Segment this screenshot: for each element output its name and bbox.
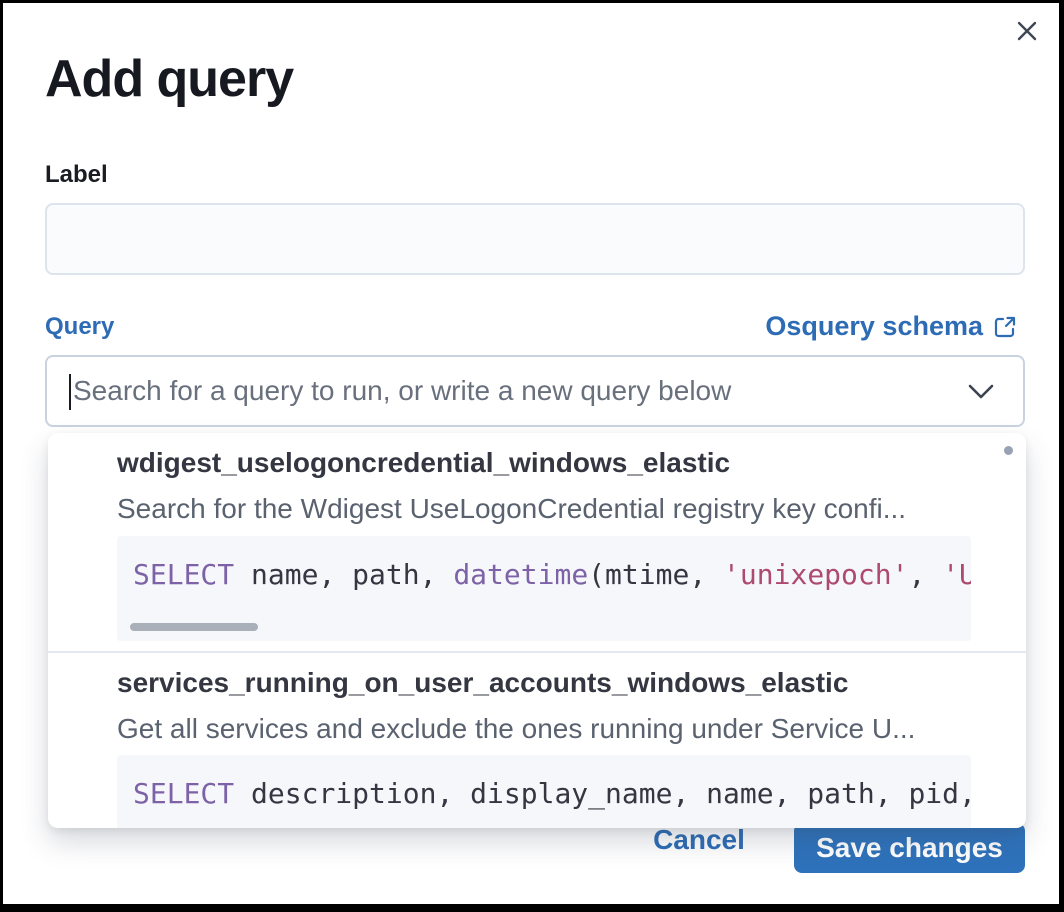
label-field-label: Label (45, 161, 108, 188)
osquery-schema-link-label: Osquery schema (765, 311, 983, 341)
query-option-services[interactable]: services_running_on_user_accounts_window… (48, 653, 1026, 828)
external-link-icon (993, 315, 1017, 339)
modal-title: Add query (45, 50, 294, 108)
query-option-title: services_running_on_user_accounts_window… (117, 667, 849, 698)
sql-code: SELECT name, path, datetime(mtime, 'unix… (133, 558, 971, 591)
query-option-title: wdigest_uselogoncredential_windows_elast… (117, 447, 731, 478)
close-icon (1014, 18, 1040, 44)
cancel-button[interactable]: Cancel (651, 823, 747, 857)
query-options-dropdown: wdigest_uselogoncredential_windows_elast… (48, 433, 1026, 828)
query-option-description: Search for the Wdigest UseLogonCredentia… (117, 493, 907, 524)
text-cursor (69, 374, 71, 410)
query-option-wdigest[interactable]: wdigest_uselogoncredential_windows_elast… (48, 433, 1026, 651)
query-search-combobox[interactable]: Search for a query to run, or write a ne… (45, 355, 1025, 427)
query-option-description: Get all services and exclude the ones ru… (117, 713, 916, 744)
query-option-code-block: SELECT description, display_name, name, … (117, 755, 971, 828)
option-divider (48, 651, 1026, 653)
label-input[interactable] (45, 203, 1025, 275)
vertical-scrollbar-thumb[interactable] (1004, 446, 1013, 455)
osquery-schema-link[interactable]: Osquery schema (765, 311, 1017, 342)
query-field-label: Query (45, 313, 115, 340)
query-search-placeholder: Search for a query to run, or write a ne… (73, 375, 732, 406)
close-button[interactable] (1011, 15, 1043, 47)
chevron-down-icon[interactable] (967, 383, 995, 400)
save-changes-button[interactable]: Save changes (794, 823, 1025, 873)
query-option-code-block: SELECT name, path, datetime(mtime, 'unix… (117, 536, 971, 641)
horizontal-scrollbar-thumb[interactable] (130, 623, 258, 631)
sql-code: SELECT description, display_name, name, … (133, 777, 971, 810)
